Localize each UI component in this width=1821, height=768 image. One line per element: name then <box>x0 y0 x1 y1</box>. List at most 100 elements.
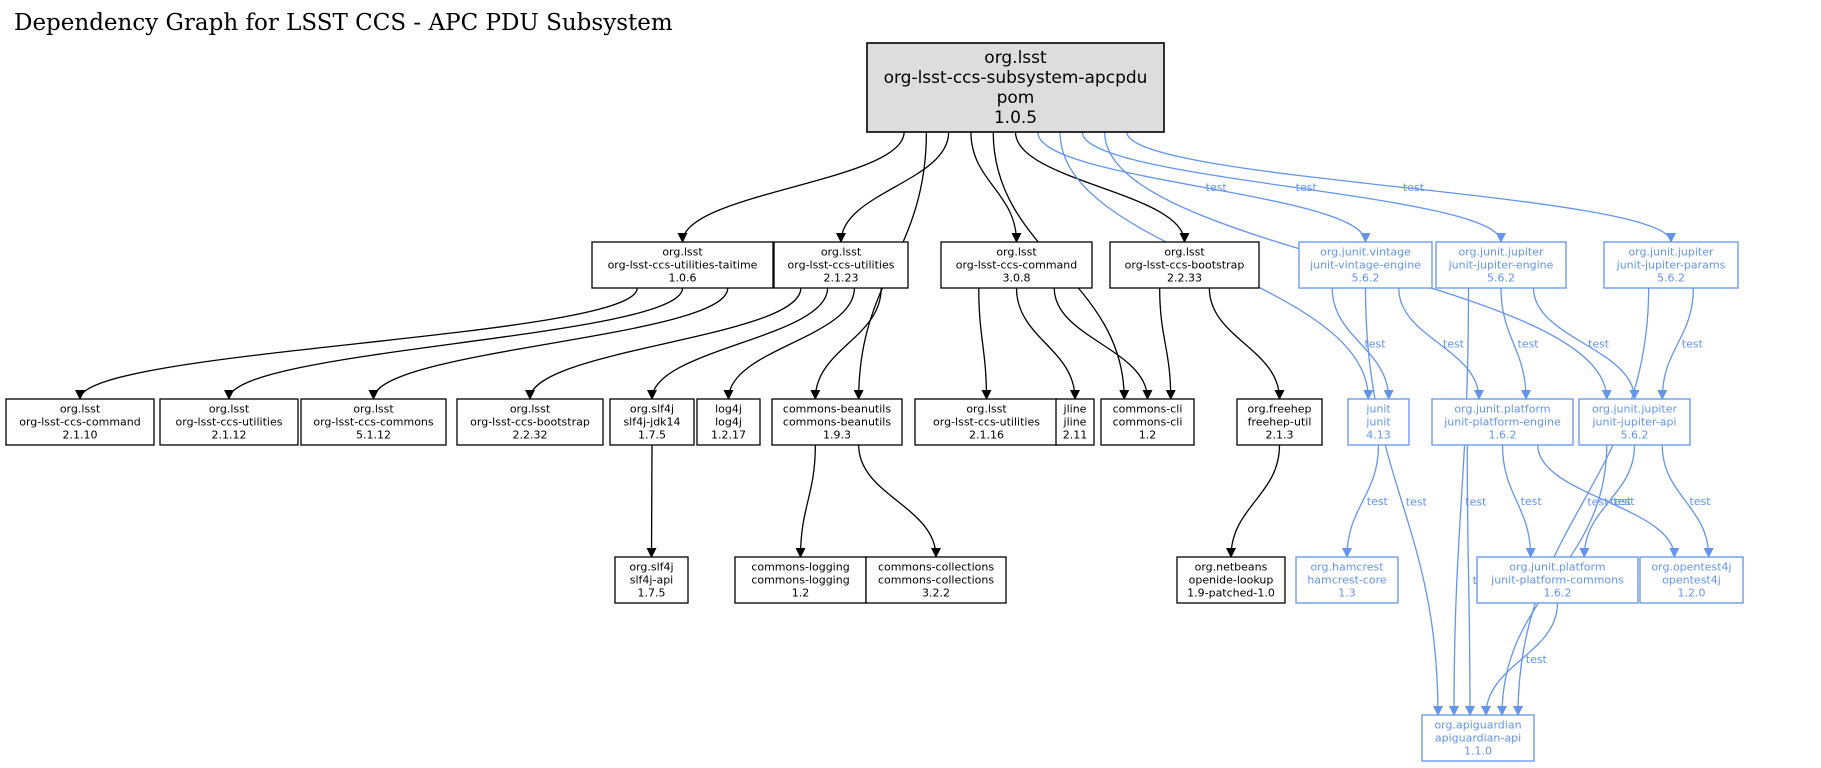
node-box <box>5 398 155 446</box>
node-label-line: 1.0.6 <box>669 272 697 285</box>
edge-jupeng-to-platengine <box>1500 287 1531 400</box>
node-label-line: org.lsst <box>821 246 862 259</box>
graph-title: Dependency Graph for LSST CCS - APC PDU … <box>14 10 673 36</box>
edge-root-to-util2123 <box>836 131 950 243</box>
node-box <box>1109 241 1260 289</box>
node-label-line: org.lsst <box>996 246 1037 259</box>
node-label-line: 5.6.2 <box>1487 272 1515 285</box>
edge-root-to-boot2233 <box>1014 131 1190 243</box>
node-label-line: 1.1.0 <box>1464 745 1492 758</box>
node-label-line: org.junit.platform <box>1454 403 1550 416</box>
node-label-line: commons-cli <box>1113 416 1183 429</box>
edge-label: test <box>1689 495 1711 508</box>
node-box <box>866 42 1165 133</box>
edge-jupeng-to-apiguardian <box>1449 287 1470 716</box>
node-label-line: 2.11 <box>1063 429 1088 442</box>
node-label-line: org.opentest4j <box>1651 561 1731 574</box>
node-box <box>1578 398 1691 446</box>
node-label-line: org.lsst <box>353 403 394 416</box>
node-label-line: junit-jupiter-params <box>1616 259 1726 272</box>
node-box <box>591 241 774 289</box>
node-label-line: org.lsst <box>662 246 703 259</box>
node-label-line: slf4j-api <box>630 574 673 587</box>
node-box <box>456 398 604 446</box>
node-label-line: org.lsst <box>966 403 1007 416</box>
edge-label: test <box>1613 495 1635 508</box>
node-label-line: junit-platform-engine <box>1443 416 1561 429</box>
edge-label: test <box>1465 496 1487 509</box>
edge-slf4jjdk-to-slf4japi <box>646 444 657 558</box>
node-label-line: org.hamcrest <box>1310 561 1384 574</box>
node-label-line: commons-beanutils <box>783 416 891 429</box>
node-label-line: 2.2.32 <box>513 429 548 442</box>
node-label-line: slf4j-jdk14 <box>623 416 680 429</box>
edge-util2123-to-log4j <box>723 287 856 400</box>
node-label-line: junit-vintage-engine <box>1309 259 1421 272</box>
node-box <box>609 398 695 446</box>
node-label-line: org.junit.platform <box>1509 561 1605 574</box>
node-label-line: org.lsst <box>60 403 101 416</box>
node-label-line: org-lsst-ccs-utilities <box>788 259 895 272</box>
node-box <box>1295 556 1399 604</box>
edge-vintage-to-apiguardian <box>1364 287 1443 716</box>
edge-label: test <box>1206 181 1228 194</box>
node-label-line: 1.3 <box>1338 587 1356 600</box>
node-label-line: org-lsst-ccs-subsystem-apcpdu <box>884 68 1148 88</box>
node-label-line: 3.2.2 <box>922 587 950 600</box>
edge-label: test <box>1367 495 1389 508</box>
edge-platengine-to-apiguardian <box>1464 444 1475 716</box>
edge-label: test <box>1588 338 1610 351</box>
node-label-line: org.junit.jupiter <box>1628 246 1714 259</box>
node-label-line: junit-platform-commons <box>1490 574 1624 587</box>
node-label-line: org-lsst-ccs-command <box>19 416 141 429</box>
node-jupparams: org.junit.jupiterjunit-jupiter-params5.6… <box>1603 241 1739 289</box>
node-box <box>1176 556 1286 604</box>
node-label-line: pom <box>997 88 1035 108</box>
node-label-line: 2.1.10 <box>63 429 98 442</box>
node-jupeng: org.junit.jupiterjunit-jupiter-engine5.6… <box>1435 241 1567 289</box>
node-label-line: jline <box>1063 416 1087 429</box>
node-label-line: 1.2.17 <box>711 429 746 442</box>
edge-util2123-to-slf4jjdk <box>647 287 829 400</box>
edge-cmd308-to-jline <box>1015 287 1080 400</box>
edge-label: test <box>1443 338 1465 351</box>
node-label-line: commons-beanutils <box>783 403 891 416</box>
edge-platcommons-to-apiguardian <box>1481 602 1559 716</box>
node-label-line: org.apiguardian <box>1434 719 1521 732</box>
node-label-line: 5.1.12 <box>356 429 391 442</box>
edge-label: test <box>1364 338 1386 351</box>
node-label-line: log4j <box>715 403 742 416</box>
node-box <box>1055 398 1095 446</box>
node-label-line: org-lsst-ccs-bootstrap <box>1125 259 1245 272</box>
node-label-line: apiguardian-api <box>1435 732 1521 745</box>
edge-cmd308-to-cli <box>1053 287 1153 400</box>
edge-jupparams-to-apiguardian <box>1513 287 1650 716</box>
node-label-line: org-lsst-ccs-utilities <box>933 416 1040 429</box>
edge-taitime-to-util2112 <box>224 287 684 400</box>
node-label-line: 1.9-patched-1.0 <box>1187 587 1275 600</box>
edge-label: test <box>1406 496 1428 509</box>
node-label-line: junit <box>1365 416 1391 429</box>
edge-vintage-to-platengine <box>1398 287 1484 400</box>
node-label-line: 2.1.12 <box>212 429 247 442</box>
node-label-line: opentest4j <box>1662 574 1721 587</box>
node-box <box>773 241 909 289</box>
node-label-line: 4.13 <box>1366 429 1391 442</box>
node-label-line: junit-jupiter-api <box>1591 416 1676 429</box>
node-box <box>1603 241 1739 289</box>
node-label-line: commons-logging <box>751 574 849 587</box>
node-label-line: 1.9.3 <box>823 429 851 442</box>
node-box <box>734 556 867 604</box>
edge-root-to-vintage <box>1037 131 1371 243</box>
node-label-line: junit <box>1365 403 1391 416</box>
node-label-line: commons-collections <box>878 574 994 587</box>
node-label-line: 5.6.2 <box>1352 272 1380 285</box>
node-label-line: org.junit.vintage <box>1320 246 1411 259</box>
node-label-line: 1.0.5 <box>994 108 1037 128</box>
node-label-line: org.junit.jupiter <box>1458 246 1544 259</box>
